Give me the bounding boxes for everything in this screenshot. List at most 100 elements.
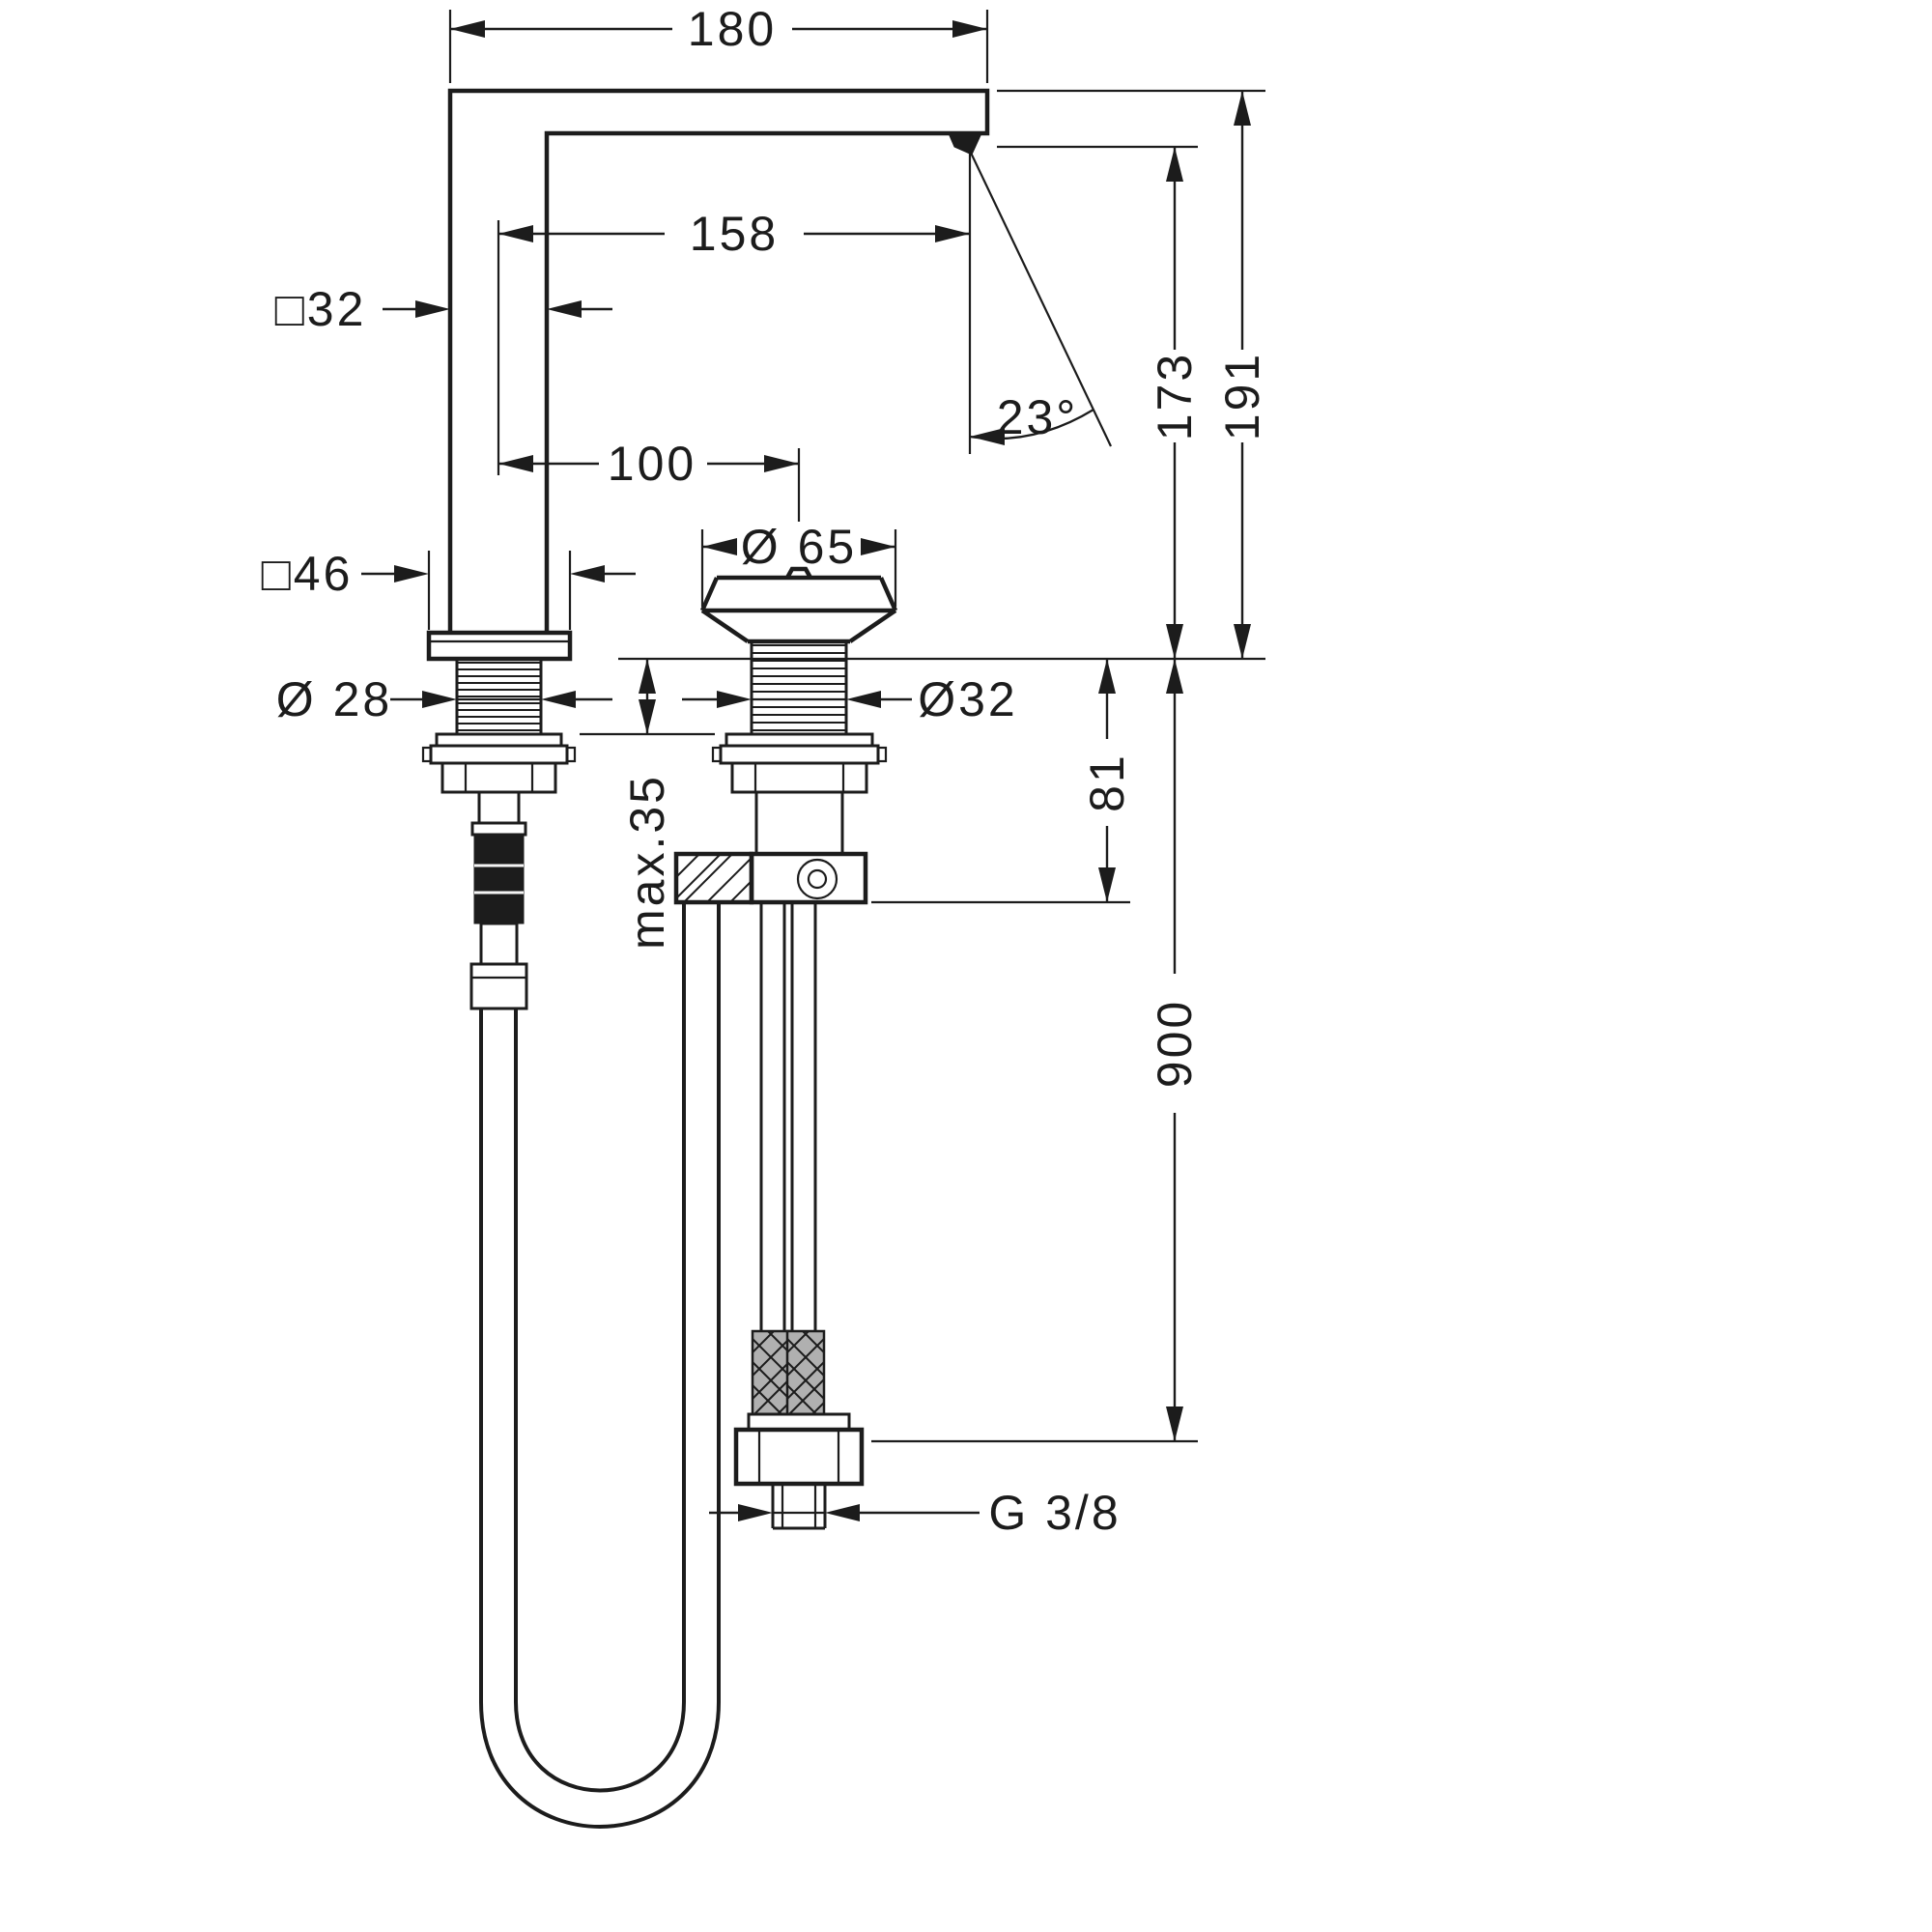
mounting-nut bbox=[440, 761, 557, 794]
arrowhead-bottom bbox=[1234, 624, 1251, 659]
arrowhead-arc bbox=[970, 428, 1005, 445]
arrowhead-left bbox=[738, 1504, 773, 1521]
valve-upper-body bbox=[754, 790, 844, 856]
angle23-label: 23° bbox=[997, 390, 1079, 444]
arrowhead-left bbox=[717, 691, 752, 708]
dim-g38: G 3/8 bbox=[709, 1486, 1121, 1540]
dim-diameter65: Ø 65 bbox=[702, 520, 895, 574]
dim-173-label: 173 bbox=[1148, 352, 1202, 440]
arrowhead-left bbox=[498, 455, 533, 472]
shank-threads bbox=[752, 644, 846, 731]
dim-81-label: 81 bbox=[1080, 753, 1134, 812]
elbow-hatching bbox=[675, 853, 753, 903]
arrowhead-bottom bbox=[1166, 1406, 1183, 1441]
dim-180: 180 bbox=[450, 2, 987, 56]
arrowhead-left bbox=[415, 300, 450, 318]
dim-191-label: 191 bbox=[1215, 352, 1269, 440]
arrowhead-left bbox=[450, 20, 485, 38]
arrowhead-right bbox=[952, 20, 987, 38]
crimp-2-braid bbox=[786, 1330, 825, 1415]
connector-stem bbox=[479, 922, 519, 966]
arrowhead-right bbox=[861, 538, 895, 555]
arrowhead-left bbox=[422, 691, 457, 708]
washer bbox=[435, 732, 563, 748]
knob-dimple bbox=[785, 566, 812, 580]
arrowhead-top bbox=[1234, 91, 1251, 126]
spout-base bbox=[426, 630, 573, 662]
arrowhead-left bbox=[702, 538, 737, 555]
dim-angle23: 23° bbox=[969, 150, 1112, 447]
bracket-tab-right bbox=[565, 746, 577, 763]
bracket-tab-left bbox=[421, 746, 433, 763]
dim-diameter32: Ø32 bbox=[682, 672, 1018, 726]
connector-corrugation bbox=[473, 834, 525, 924]
handle-mounting-hardware bbox=[711, 732, 888, 794]
diameter65-label: Ø 65 bbox=[741, 520, 857, 574]
max35-label: max.35 bbox=[620, 774, 674, 950]
dim-square32: □32 bbox=[275, 282, 612, 336]
dim-100: 100 bbox=[498, 437, 799, 491]
spray-angle-line bbox=[969, 150, 1112, 447]
spout bbox=[447, 88, 990, 633]
spout-shank bbox=[455, 659, 543, 734]
arrowhead-top bbox=[1166, 147, 1183, 182]
hex-nut bbox=[733, 1427, 865, 1487]
base-flange bbox=[426, 630, 573, 662]
spout-outline bbox=[447, 88, 990, 633]
dim-180-label: 180 bbox=[688, 2, 777, 56]
connector-flange bbox=[470, 821, 527, 837]
arrowhead-right bbox=[570, 565, 605, 582]
dim-81: 81 bbox=[1080, 659, 1134, 902]
square32-label: □32 bbox=[275, 282, 367, 336]
dim-900-label: 900 bbox=[1148, 999, 1202, 1088]
nut-collar bbox=[747, 1412, 851, 1432]
mounting-bracket bbox=[719, 744, 880, 765]
dim-158: 158 bbox=[498, 207, 970, 261]
arrowhead-top bbox=[639, 659, 656, 694]
g38-label: G 3/8 bbox=[988, 1486, 1121, 1540]
dim-900: 900 bbox=[1148, 659, 1202, 1441]
crimp-1-braid bbox=[752, 1330, 790, 1415]
dim-158-label: 158 bbox=[690, 207, 779, 261]
connection-nut bbox=[733, 1412, 865, 1530]
supply-hoses bbox=[759, 902, 817, 1331]
spout-hose-connector bbox=[469, 790, 528, 1010]
square46-label: □46 bbox=[262, 547, 354, 601]
valve-body bbox=[673, 790, 868, 905]
dim-max35: max.35 bbox=[620, 659, 674, 950]
arrowhead-right bbox=[825, 1504, 860, 1521]
arrowhead-left bbox=[498, 225, 533, 242]
bracket-tab-right bbox=[876, 746, 888, 763]
hose-elbow bbox=[673, 851, 754, 905]
arrowhead-bottom bbox=[639, 699, 656, 734]
handle-shank bbox=[750, 641, 848, 734]
arrowhead-left bbox=[394, 565, 429, 582]
handle-knob bbox=[699, 566, 898, 644]
spout-mounting-hardware bbox=[421, 732, 577, 794]
flexible-supply-hose bbox=[479, 902, 721, 1829]
arrowhead-right bbox=[547, 300, 582, 318]
dim-diameter28: Ø 28 bbox=[276, 672, 612, 726]
shank-threads bbox=[457, 662, 541, 731]
dim-100-label: 100 bbox=[608, 437, 696, 491]
spout-outlet-aerator bbox=[948, 132, 982, 156]
hose-nut bbox=[469, 962, 528, 1010]
diameter28-label: Ø 28 bbox=[276, 672, 392, 726]
arrowhead-top bbox=[1166, 659, 1183, 694]
arrowhead-bottom bbox=[1166, 624, 1183, 659]
hose-crimp-sleeves bbox=[751, 1329, 826, 1416]
arrowhead-right bbox=[764, 455, 799, 472]
arrowhead-right bbox=[541, 691, 576, 708]
mounting-nut bbox=[730, 761, 868, 794]
mounting-bracket bbox=[429, 744, 569, 765]
hose-inner-wall bbox=[514, 902, 686, 1793]
washer bbox=[724, 732, 874, 748]
diameter32-label: Ø32 bbox=[918, 672, 1018, 726]
arrowhead-top bbox=[1098, 659, 1116, 694]
arrowhead-bottom bbox=[1098, 867, 1116, 902]
dim-173: 173 bbox=[1148, 147, 1202, 659]
valve-seat-outer bbox=[796, 858, 838, 900]
connector-neck bbox=[477, 790, 521, 825]
